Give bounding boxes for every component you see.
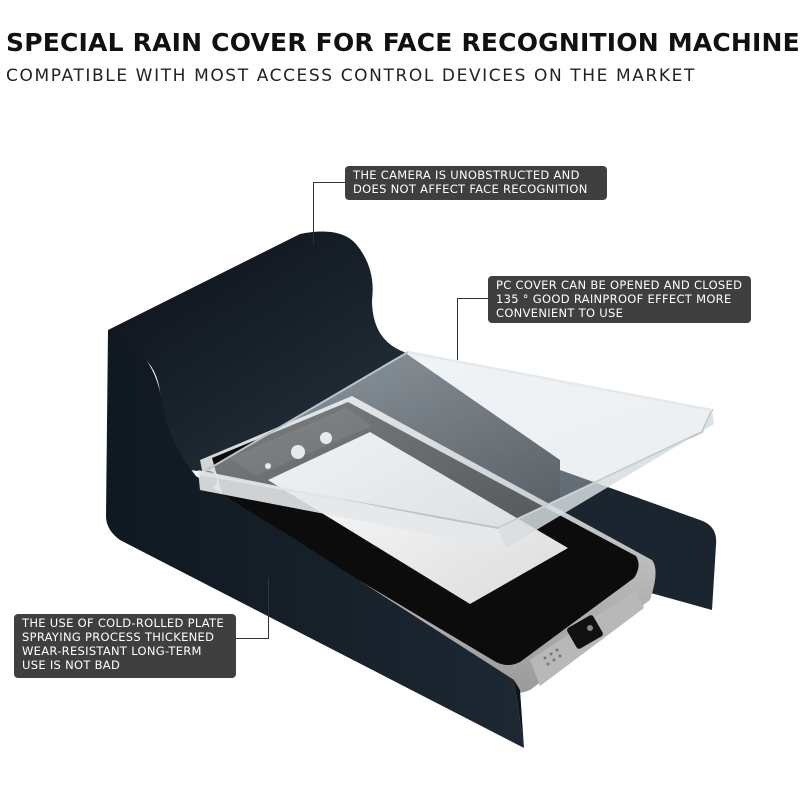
pc-cover-edge [498,410,714,548]
leader-line-2-v [457,298,458,360]
leader-line-1-h [313,182,345,183]
callout-pc-cover-line: PC COVER CAN BE OPENED AND CLOSED [496,278,743,292]
callout-material-line: USE IS NOT BAD [22,658,121,672]
front-skirt [514,680,524,748]
callout-pc-cover-line: CONVENIENT TO USE [496,306,624,320]
leader-line-1-v [313,182,314,244]
leader-line-3-h [236,638,268,639]
speaker-grill [543,648,562,666]
page-subtitle: COMPATIBLE WITH MOST ACCESS CONTROL DEVI… [6,66,696,86]
callout-material-line: SPRAYING PROCESS THICKENED [22,630,215,644]
callout-camera-line: THE CAMERA IS UNOBSTRUCTED AND [353,168,580,182]
front-wall [106,330,524,748]
callout-material-line: WEAR-RESISTANT LONG-TERM [22,644,202,658]
callout-pc-cover-line: 135 ° GOOD RAINPROOF EFFECT MORE [496,292,732,306]
pc-cover-hinge-bar [198,470,502,548]
page-title: SPECIAL RAIN COVER FOR FACE RECOGNITION … [6,28,800,57]
callout-material: THE USE OF COLD-ROLLED PLATE SPRAYING PR… [14,614,236,678]
callout-camera: THE CAMERA IS UNOBSTRUCTED AND DOES NOT … [345,166,607,200]
callout-pc-cover: PC COVER CAN BE OPENED AND CLOSED 135 ° … [488,276,751,323]
leader-line-2-h [457,298,488,299]
callout-camera-line: DOES NOT AFFECT FACE RECOGNITION [353,182,588,196]
bottom-sensor [567,615,603,649]
right-side-wall [560,470,717,610]
callout-material-line: THE USE OF COLD-ROLLED PLATE [22,616,224,630]
leader-line-3-v [268,578,269,639]
